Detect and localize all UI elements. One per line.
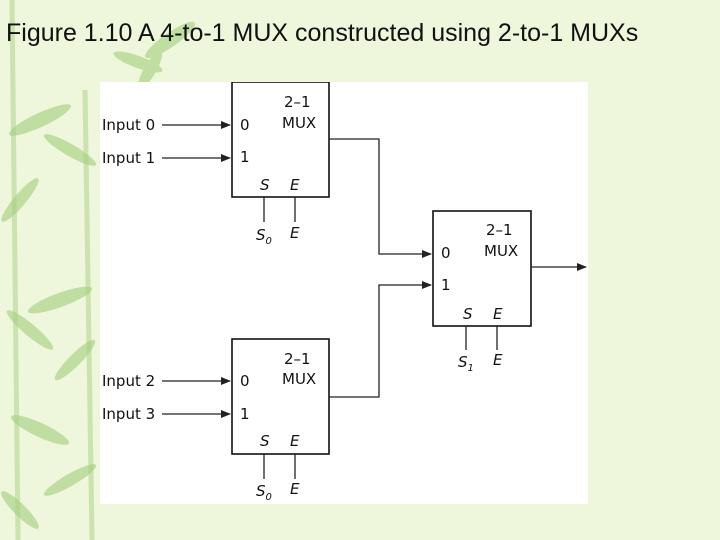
mux-output-port-1: 1 [441,276,451,294]
mux-output-port-s: S [463,305,473,323]
mux-bottom-label-line2: MUX [282,370,316,388]
mux-output-port-0: 0 [441,244,451,262]
mux-bottom-box [231,338,330,455]
mux-bottom-select-s0: S0 [256,482,272,503]
diagram-panel: 2–1 MUX 0 1 S E 2–1 MUX 0 1 S E 2–1 MUX … [100,82,588,504]
mux-output-port-e: E [493,305,503,323]
mux-bottom-port-0: 0 [240,372,250,390]
mux-output-label-line2: MUX [484,242,518,260]
mux-top: 2–1 MUX 0 1 S E [231,82,330,198]
bamboo-stalks [9,0,95,540]
mux-top-port-0: 0 [240,116,250,134]
mux-top-port-e: E [290,176,300,194]
mux-diagram: 2–1 MUX 0 1 S E 2–1 MUX 0 1 S E 2–1 MUX … [102,82,587,503]
mux-output-label-line1: 2–1 [486,221,513,239]
mux-top-label-line1: 2–1 [284,93,311,111]
slide-title: Figure 1.10 A 4-to-1 MUX constructed usi… [6,19,639,47]
input-3-label: Input 3 [102,405,155,423]
mux-bottom-label-line1: 2–1 [284,350,311,368]
mux-top-box [231,82,330,198]
input-1-label: Input 1 [102,149,155,167]
mux-output-box [432,210,532,327]
mux-top-enable: E [290,224,300,242]
input-2-label: Input 2 [102,372,155,390]
top-mux-output-wire [329,138,432,258]
mux-bottom-enable: E [290,480,300,498]
mux-top-port-s: S [260,176,270,194]
input-0-label: Input 0 [102,116,155,134]
mux-bottom-port-1: 1 [240,405,250,423]
mux-top-label-line2: MUX [282,114,316,132]
mux-bottom: 2–1 MUX 0 1 S E [231,338,330,455]
mux-top-port-1: 1 [240,148,250,166]
mux-top-select-s0: S0 [256,226,272,247]
mux-output-select-s1: S1 [458,353,474,374]
mux-bottom-port-s: S [260,432,270,450]
mux-output: 2–1 MUX 0 1 S E [432,210,532,327]
mux-bottom-port-e: E [290,432,300,450]
mux-output-enable: E [493,351,503,369]
bottom-mux-output-wire [329,281,432,398]
